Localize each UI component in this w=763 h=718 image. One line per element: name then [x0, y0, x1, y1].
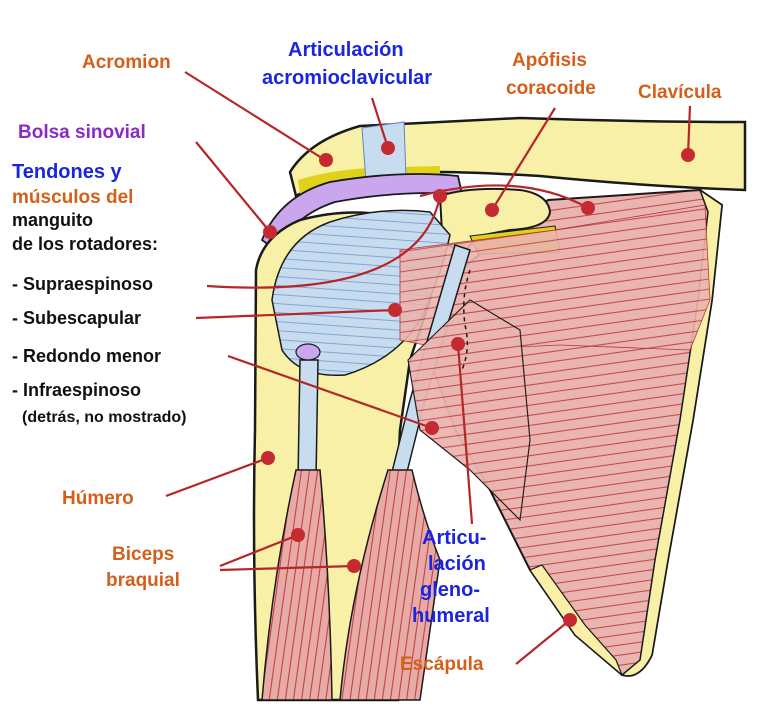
label-apofisis-2: coracoide	[506, 78, 596, 99]
label-subescapular: - Subescapular	[12, 308, 141, 328]
label-supraespinoso: - Supraespinoso	[12, 274, 153, 294]
label-ac-joint-1: Articulación	[288, 39, 404, 61]
label-infraespinoso-note: (detrás, no mostrado)	[22, 409, 186, 426]
label-tendones-1: Tendones y	[12, 161, 123, 183]
label-clavicula: Clavícula	[638, 82, 722, 103]
biceps-tendon-head	[296, 344, 320, 360]
label-apofisis-1: Apófisis	[512, 50, 587, 71]
label-gleno-3: gleno-	[420, 579, 480, 601]
biceps-short-tendon	[298, 360, 318, 480]
label-ac-joint-2: acromioclavicular	[262, 67, 432, 89]
label-tendones-4: de los rotadores:	[12, 234, 158, 254]
label-biceps-2: braquial	[106, 570, 180, 591]
label-tendones-3: manguito	[12, 210, 93, 230]
label-acromion: Acromion	[82, 52, 171, 73]
label-gleno-2: lación	[428, 553, 486, 575]
label-infraespinoso: - Infraespinoso	[12, 380, 141, 400]
label-bolsa-sinovial: Bolsa sinovial	[18, 122, 146, 143]
label-biceps-1: Biceps	[112, 544, 174, 565]
label-gleno-1: Articu-	[422, 527, 486, 549]
label-gleno-4: humeral	[412, 605, 490, 627]
label-humero: Húmero	[62, 488, 134, 509]
label-escapula: Escápula	[400, 654, 484, 675]
label-tendones-2: músculos del	[12, 187, 133, 208]
label-redondo-menor: - Redondo menor	[12, 346, 161, 366]
